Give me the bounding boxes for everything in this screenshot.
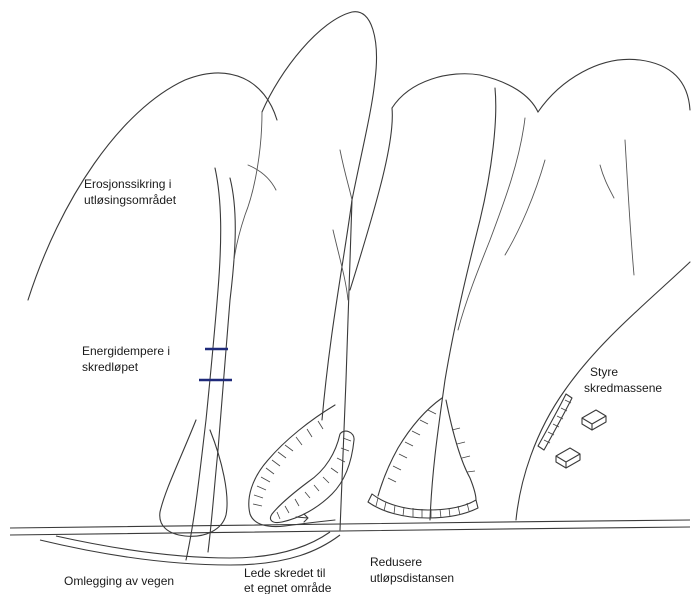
mountain-ridge-2 xyxy=(262,12,376,420)
label-steer-line1: Styre xyxy=(590,365,618,379)
deflection-dam xyxy=(249,405,354,527)
label-energy-line1: Energidempere i xyxy=(82,344,170,358)
label-lead-line1: Lede skredet til xyxy=(244,566,325,580)
gully-left xyxy=(186,112,276,560)
label-lead: Lede skredet til et egnet område xyxy=(244,566,332,594)
label-lead-line2: et egnet område xyxy=(244,581,332,594)
steering-structures xyxy=(538,394,606,468)
label-erosion-line1: Erosjonssikring i xyxy=(84,177,171,191)
energy-dampers xyxy=(199,349,232,380)
mountain-ridge-4 xyxy=(516,59,690,520)
label-reroute: Omlegging av vegen xyxy=(64,574,174,588)
catching-dam xyxy=(368,398,478,518)
road xyxy=(10,520,690,565)
label-erosion: Erosjonssikring i utløsingsområdet xyxy=(84,177,177,207)
label-erosion-line2: utløsingsområdet xyxy=(84,193,177,207)
label-steer: Styre skredmassene xyxy=(584,365,662,395)
label-steer-line2: skredmassene xyxy=(584,381,662,395)
label-reroute-text: Omlegging av vegen xyxy=(64,574,174,588)
label-reduce-line2: utløpsdistansen xyxy=(370,571,454,585)
gully-middle xyxy=(333,150,352,530)
label-reduce-line1: Redusere xyxy=(370,555,422,569)
mountain-ridge-3 xyxy=(350,74,538,290)
label-energy-line2: skredløpet xyxy=(82,360,139,374)
label-reduce: Redusere utløpsdistansen xyxy=(370,555,454,585)
label-energy: Energidempere i skredløpet xyxy=(82,344,170,374)
